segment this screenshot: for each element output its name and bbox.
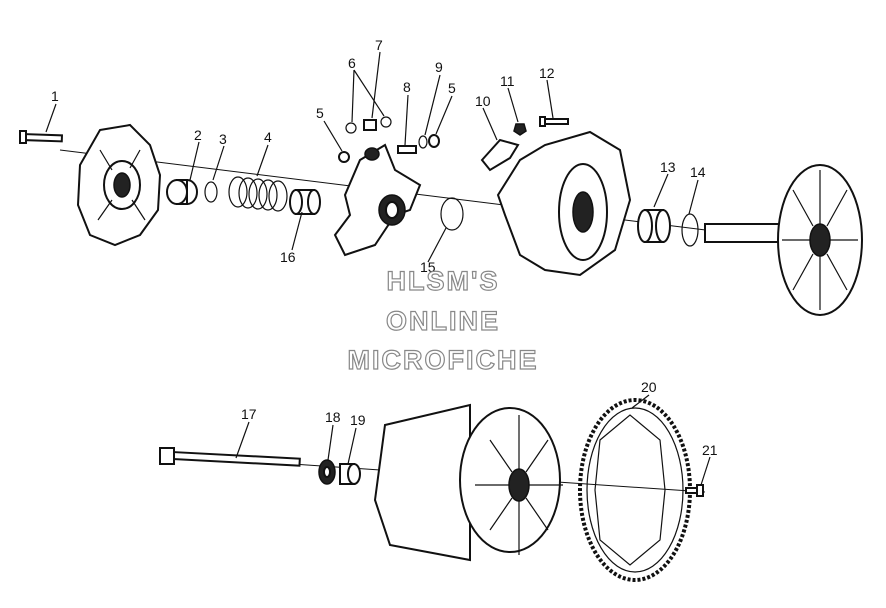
callout-14: 14 — [690, 164, 706, 180]
callout-5-right: 5 — [448, 80, 456, 96]
watermark-line-3: MICROFICHE — [348, 345, 539, 375]
part-2-bushing — [166, 179, 198, 205]
moveable-sheave — [496, 130, 632, 277]
callout-5-left: 5 — [316, 105, 324, 121]
fixed-sheave-shaft — [704, 164, 863, 316]
part-16-spring-cup — [289, 189, 321, 215]
callout-20: 20 — [641, 379, 657, 395]
callout-6: 6 — [348, 55, 356, 71]
part-8-pin — [397, 145, 417, 154]
callout-1: 1 — [51, 88, 59, 104]
part-5-roller-left — [338, 151, 350, 163]
callout-3: 3 — [219, 131, 227, 147]
sheave-cover-plate — [76, 123, 162, 247]
callout-4: 4 — [264, 129, 272, 145]
callout-16: 16 — [280, 249, 296, 265]
callout-13: 13 — [660, 159, 676, 175]
part-11-nut — [513, 123, 527, 136]
part-6-washers — [345, 116, 392, 134]
callout-19: 19 — [350, 412, 366, 428]
assembled-clutch — [373, 403, 563, 562]
leader-lines — [45, 51, 711, 486]
watermark-line-1: HLSM'S — [387, 266, 500, 296]
part-3-ring — [204, 181, 218, 203]
part-9-washer — [418, 135, 428, 149]
part-15-ring — [440, 197, 464, 231]
callout-21: 21 — [702, 442, 718, 458]
part-10-weight — [480, 138, 520, 172]
part-12-bolt — [539, 116, 569, 127]
watermark-line-2: ONLINE — [386, 306, 500, 336]
callout-11: 11 — [500, 73, 515, 89]
part-1-bolt — [19, 130, 64, 144]
callout-8: 8 — [403, 79, 411, 95]
part-13-bushing — [637, 209, 671, 243]
callout-18: 18 — [325, 409, 341, 425]
spider-assembly — [333, 143, 422, 257]
callout-2: 2 — [194, 127, 202, 143]
part-19-spacer — [339, 463, 361, 485]
part-14-ring — [681, 213, 699, 247]
callout-17: 17 — [241, 406, 257, 422]
watermark: HLSM'S ONLINE MICROFICHE — [347, 265, 539, 375]
part-4-spring — [228, 176, 288, 212]
callout-10: 10 — [475, 93, 491, 109]
callout-9: 9 — [435, 59, 443, 75]
callout-15: 15 — [420, 259, 436, 275]
callout-7: 7 — [375, 37, 383, 53]
part-5-roller-right — [428, 134, 440, 148]
callout-12: 12 — [539, 65, 555, 81]
part-17-long-bolt — [159, 447, 301, 467]
part-21-screw — [685, 484, 704, 497]
part-7-roller-pin — [363, 119, 377, 131]
